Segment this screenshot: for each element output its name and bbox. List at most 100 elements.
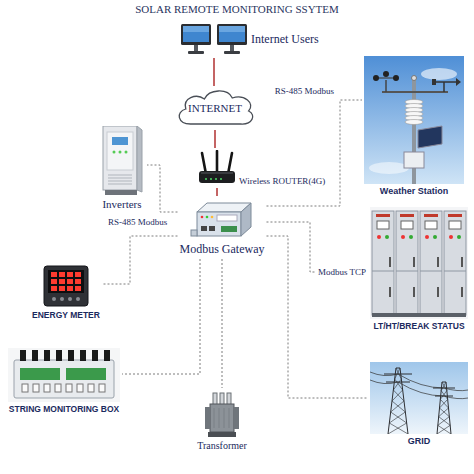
transformer-icon-part: [234, 407, 239, 429]
string-box-picture-part: [20, 368, 60, 380]
string-box-picture-part: [104, 350, 110, 361]
switch-panel-picture-part: [433, 235, 437, 239]
string-box-picture-part: [44, 384, 50, 392]
inverter-icon-part: [112, 137, 128, 145]
transformer-icon-part: [219, 408, 220, 428]
switch-panel-picture-part: [372, 211, 394, 315]
gateway-icon-part: [206, 216, 209, 219]
router-icon-part: [205, 178, 207, 180]
switch-panel-picture-part: [385, 235, 389, 239]
router-icon-part: [201, 172, 233, 174]
switch-panel-picture-part: [425, 221, 437, 229]
computer-icon-part: [183, 26, 209, 42]
grid-picture-part: [437, 382, 451, 434]
energy-meter-icon-part: [51, 272, 57, 277]
string-box-picture-part: [88, 384, 94, 392]
switch-panel-picture-part: [424, 214, 438, 217]
node-label: GRID: [408, 436, 431, 446]
switch-panel-picture-part: [400, 214, 414, 217]
diagram-title: SOLAR REMOTE MONITORING SSYTEM: [0, 3, 474, 15]
node-label: Transformer: [197, 440, 247, 451]
router-icon: [197, 150, 237, 186]
energy-meter-icon-part: [52, 297, 56, 301]
switch-panel-picture-part: [396, 211, 418, 315]
switch-panel-picture-part: [401, 221, 413, 229]
computer-icon-part: [183, 26, 209, 32]
switch-panel-picture-part: [376, 214, 390, 217]
node-label: Modbus Gateway: [180, 242, 265, 257]
computer-icon-part: [224, 51, 240, 54]
energy-meter-icon-part: [67, 286, 73, 291]
switch-panel-picture-part: [413, 287, 415, 297]
inverter-icon-part: [119, 151, 122, 154]
switch-panel-picture: [370, 207, 468, 319]
node-label: ENERGY METER: [32, 310, 100, 320]
gateway-icon-part: [221, 226, 237, 232]
router-icon-part: [215, 178, 217, 180]
switch-panel-picture-part: [409, 235, 413, 239]
inverter-icon: [99, 126, 145, 196]
energy-meter-icon-part: [59, 279, 65, 284]
weather-station-picture-part: [456, 78, 461, 86]
weather-station-picture-part: [418, 126, 442, 148]
string-box-picture-part: [33, 384, 39, 392]
switch-panel-picture-part: [449, 235, 453, 239]
switch-panel-picture-part: [420, 211, 442, 315]
switch-panel-picture-part: [448, 214, 462, 217]
router-icon-part: [210, 178, 212, 180]
internet-cloud: INTERNET: [173, 86, 257, 130]
weather-station-picture-part: [421, 68, 457, 80]
gateway-icon-part: [197, 212, 241, 236]
connector-line: [147, 165, 178, 212]
gateway-icon-part: [211, 216, 214, 219]
energy-meter-icon-part: [59, 272, 65, 277]
energy-meter-icon-part: [75, 279, 81, 284]
transformer-icon-part: [208, 432, 236, 437]
weather-station-picture-part: [393, 75, 399, 81]
node-label: STRING MONITORING BOX: [9, 404, 119, 414]
router-icon-part: [228, 153, 232, 174]
energy-meter-node: ENERGY METER: [30, 262, 102, 322]
inverter-icon-part: [103, 126, 137, 190]
computer-icon-part: [181, 24, 211, 45]
gateway-icon-part: [191, 230, 197, 236]
transformer-icon-part: [227, 393, 231, 405]
computer-icon-part: [217, 24, 247, 45]
string-box-picture-part: [14, 360, 114, 398]
string-box-picture-part: [66, 368, 106, 380]
connector-line: [266, 236, 368, 398]
switch-panel-picture-part: [420, 271, 442, 272]
grid-node: GRID: [368, 360, 470, 448]
string-box-node: STRING MONITORING BOX: [6, 346, 122, 416]
inverter-icon-part: [137, 126, 142, 192]
node-label: LT/HT/BREAK STATUS: [373, 321, 464, 331]
string-box-picture-part: [56, 350, 62, 361]
router-node: Wireless ROUTER(4G): [195, 148, 327, 188]
switch-panel-picture-part: [461, 287, 463, 297]
weather-station-picture: [364, 56, 464, 184]
switch-panel-picture-part: [444, 211, 466, 315]
string-box-picture-part: [8, 348, 120, 402]
weather-station-picture-part: [373, 75, 379, 81]
weather-station-picture-part: [432, 79, 436, 85]
weather-station-picture-part: [369, 162, 409, 174]
weather-station-picture-part: [364, 56, 464, 184]
grid-picture: [370, 362, 468, 434]
gateway-icon-part: [209, 226, 215, 231]
router-icon-part: [220, 178, 222, 180]
gateway-icon-part: [201, 216, 204, 219]
weather-station-picture-part: [405, 120, 423, 125]
switch-panel-picture-part: [377, 221, 389, 229]
string-box-picture-part: [99, 384, 105, 392]
energy-meter-icon-part: [51, 286, 57, 291]
connector-line: [222, 259, 223, 388]
computer-icon-part: [194, 45, 198, 51]
gateway-node: Modbus Gateway: [178, 196, 267, 259]
energy-meter-icon-part: [75, 272, 81, 277]
energy-meter-icon-part: [48, 270, 84, 293]
transformer-icon-part: [205, 407, 210, 429]
string-box-picture-part: [55, 384, 61, 392]
connector-line: [213, 58, 215, 86]
connector-line: [214, 130, 216, 148]
